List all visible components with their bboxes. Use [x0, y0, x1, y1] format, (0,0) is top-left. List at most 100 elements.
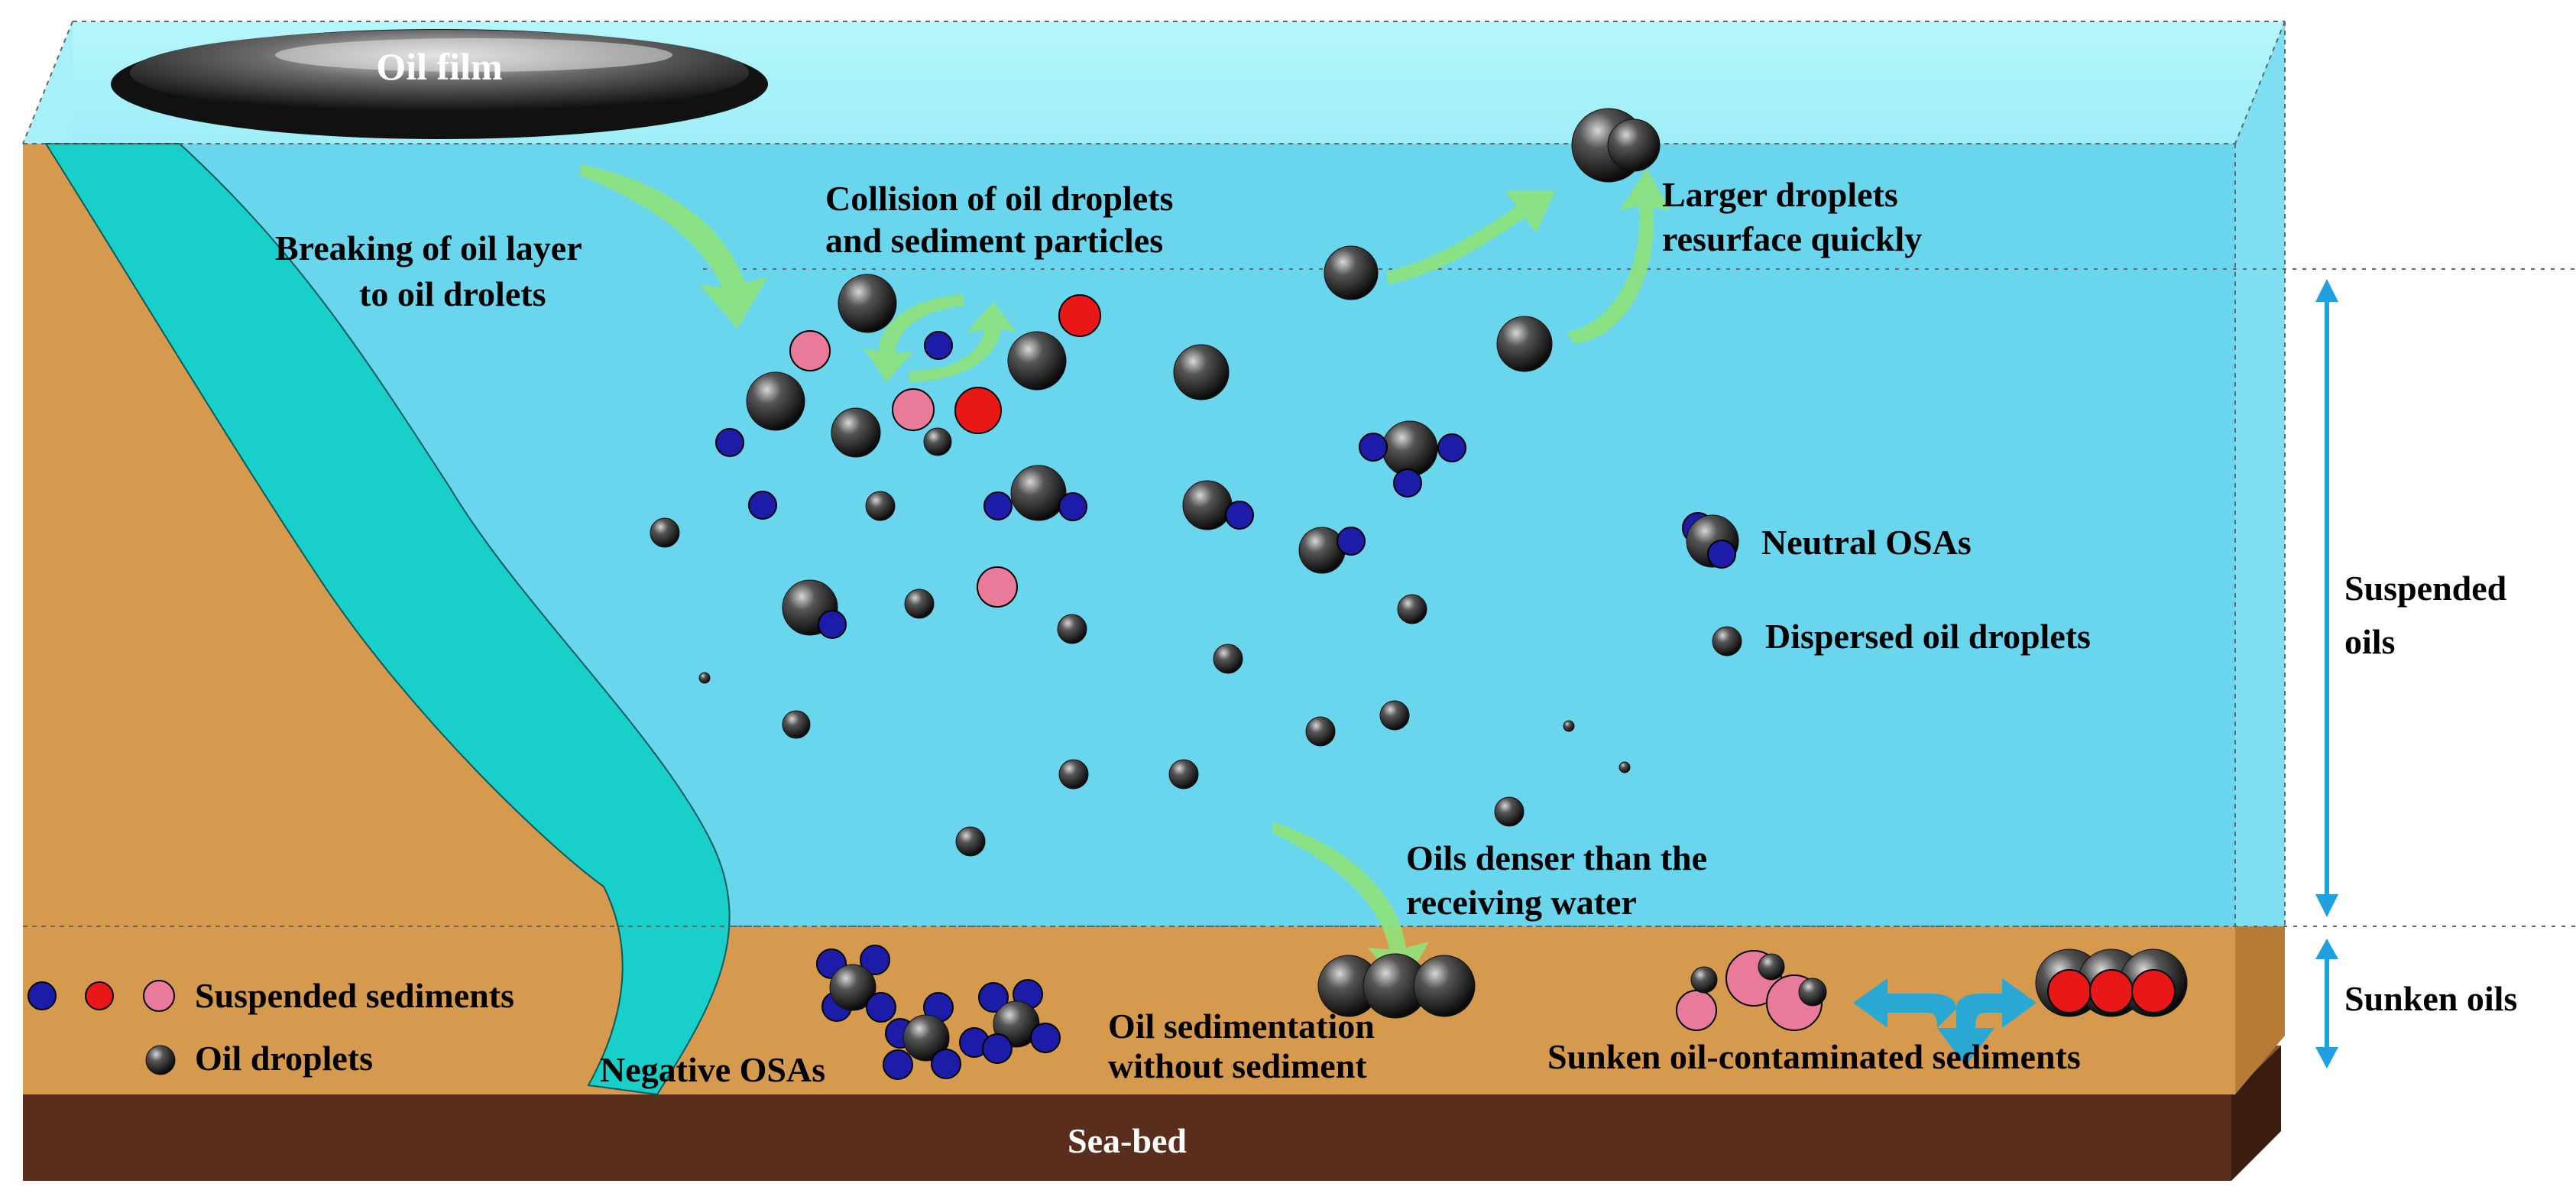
oil-droplet: [1010, 465, 1067, 521]
oil-droplet: [955, 826, 986, 857]
positive-sediment-particle: [2047, 969, 2092, 1013]
oil-droplet: [1182, 480, 1233, 530]
sinking-arrow: [1272, 822, 1429, 990]
layer-brackets: [2315, 279, 2338, 1068]
negative-sediment-particle: [860, 945, 890, 975]
oil-droplet: [1494, 796, 1525, 827]
collision-label-line2: and sediment particles: [825, 221, 1163, 260]
oil-droplet: [829, 964, 876, 1011]
negative-sediment-particle: [924, 331, 953, 360]
oil-droplet: [902, 1014, 950, 1062]
collision-arrow-left: [864, 294, 964, 382]
oil-droplet: [746, 371, 805, 431]
sunken-oils-label: Sunken oils: [2344, 979, 2517, 1018]
dispersed-oil-label: Dispersed oil droplets: [1765, 617, 2091, 656]
particles-layer: [28, 108, 2188, 1080]
oil-droplet: [1607, 118, 1661, 172]
oil-film-label: Oil film: [376, 45, 502, 88]
negative-sediment-particle: [883, 1049, 913, 1080]
shore: [23, 143, 731, 1096]
oil-droplet: [1379, 700, 1410, 731]
denser-oils-label-line1: Oils denser than the: [1406, 838, 1707, 877]
oil-droplet: [923, 427, 952, 456]
breaking-arrow: [581, 164, 768, 329]
oil-droplet: [831, 407, 881, 458]
oil-droplet: [1382, 420, 1438, 477]
neutral-sediment-particle: [1676, 990, 1717, 1031]
oil-droplets-label: Oil droplets: [195, 1039, 373, 1078]
oil-droplet: [1058, 759, 1089, 790]
neutral-osas-label: Neutral OSAs: [1761, 523, 1972, 562]
negative-sediment-particle: [1058, 492, 1087, 521]
rise-arrow-2: [1567, 168, 1670, 344]
positive-sediment-particle: [85, 981, 114, 1010]
oil-droplet: [865, 491, 896, 521]
larger-droplets-label-line2: resurface quickly: [1662, 219, 1922, 258]
negative-sediment-particle: [1030, 1023, 1061, 1053]
negative-sediment-particle: [1437, 433, 1466, 462]
sunken-split-arrow: [1853, 978, 2036, 1066]
collision-arrow-right: [909, 302, 1016, 382]
oil-droplet: [1173, 344, 1230, 400]
oil-droplet: [698, 672, 711, 684]
negative-sediment-particle: [28, 981, 57, 1010]
sedimentation-label-line2: without sediment: [1108, 1046, 1367, 1085]
breaking-label-line1: Breaking of oil layer: [275, 229, 582, 268]
negative-sediment-particle: [715, 428, 744, 457]
negative-sediment-particle: [1225, 501, 1254, 530]
sedimentation-label-line1: Oil sedimentation: [1108, 1007, 1375, 1046]
negative-sediment-particle: [931, 1049, 961, 1079]
shore-water-strip: [44, 143, 731, 1096]
suspended-oils-label-line2: oils: [2344, 622, 2395, 661]
oil-droplet: [650, 517, 680, 548]
positive-sediment-particle: [2131, 969, 2176, 1013]
oil-droplet: [1690, 966, 1718, 994]
oil-droplet: [1305, 716, 1336, 747]
diagram-labels: Breaking of oil layer to oil drolets Col…: [195, 175, 2517, 1160]
breaking-label-line2: to oil drolets: [359, 274, 546, 313]
negative-sediment-particle: [818, 610, 847, 639]
suspended-oils-label-line1: Suspended: [2344, 569, 2507, 608]
denser-oils-label-line2: receiving water: [1406, 883, 1637, 922]
negative-osas-label: Negative OSAs: [600, 1050, 825, 1089]
negative-sediment-particle: [978, 982, 1009, 1013]
oil-droplet: [1758, 953, 1785, 981]
positive-sediment-particle: [1058, 294, 1101, 337]
negative-sediment-particle: [1359, 433, 1388, 462]
oil-droplet: [1007, 331, 1067, 391]
negative-sediment-particle: [983, 491, 1013, 520]
neutral-sediment-particle: [892, 388, 935, 431]
oil-droplet: [1413, 955, 1476, 1017]
seabed-label: Sea-bed: [1068, 1121, 1187, 1160]
negative-sediment-particle: [748, 491, 777, 520]
positive-sediment-particle: [954, 387, 1002, 434]
neutral-sediment-particle: [789, 330, 831, 371]
larger-droplets-label-line1: Larger droplets: [1662, 175, 1898, 214]
negative-sediment-particle: [1707, 540, 1736, 569]
oil-droplet: [1213, 644, 1243, 674]
oil-droplet: [1712, 626, 1742, 657]
oil-droplet: [1619, 761, 1631, 773]
suspended-sediments-label: Suspended sediments: [195, 976, 514, 1015]
process-arrows: [581, 164, 1670, 990]
negative-sediment-particle: [866, 992, 896, 1023]
negative-sediment-particle: [1337, 527, 1366, 556]
neutral-sediment-particle: [143, 980, 175, 1012]
oil-droplet: [904, 589, 935, 619]
oil-droplet: [782, 710, 811, 739]
oil-droplet: [1397, 594, 1427, 624]
oil-droplet: [1057, 614, 1087, 644]
negative-sediment-particle: [1393, 469, 1422, 498]
rise-arrow-1: [1387, 191, 1555, 284]
sunken-contaminated-label: Sunken oil-contaminated sediments: [1547, 1037, 2081, 1076]
oil-film: Oil film: [111, 29, 768, 139]
oil-droplet: [1496, 316, 1553, 372]
oil-droplet: [1798, 978, 1827, 1007]
oil-droplet: [145, 1045, 176, 1075]
collision-label-line1: Collision of oil droplets: [825, 179, 1173, 218]
oil-droplet: [1298, 527, 1346, 574]
oil-droplet: [1563, 720, 1575, 732]
oil-droplet: [1324, 245, 1379, 300]
positive-sediment-particle: [2089, 969, 2134, 1013]
